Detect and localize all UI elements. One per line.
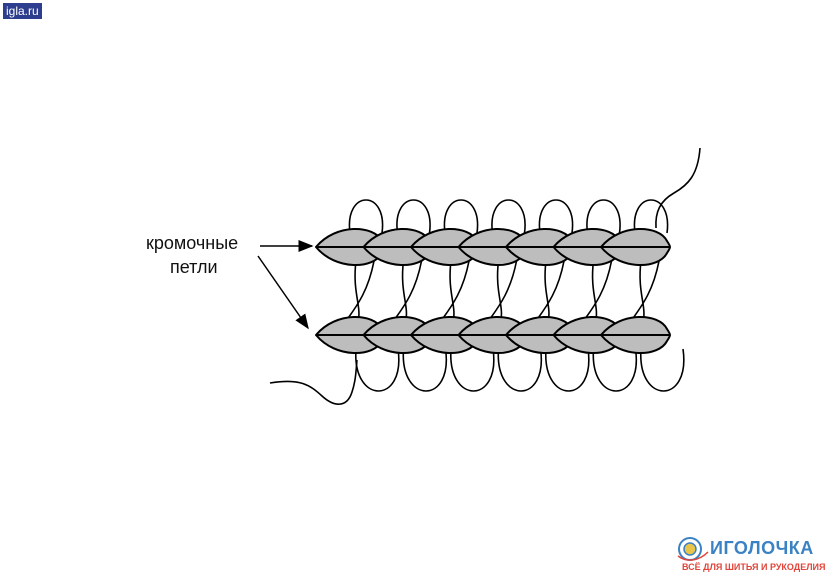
- yarn-loop-top: [396, 199, 431, 234]
- yarn-loop-top: [348, 199, 384, 234]
- yarn-connector: [401, 260, 408, 322]
- yarn-loop-top: [633, 199, 669, 234]
- brand-logo: ИГОЛОЧКА ВСЁ ДЛЯ ШИТЬЯ И РУКОДЕЛИЯ: [670, 536, 825, 578]
- yarn-loop-top: [491, 199, 526, 234]
- spool-icon: [677, 537, 709, 561]
- yarn-loop-top: [586, 199, 621, 234]
- yarn-connector: [487, 260, 518, 322]
- yarn-loop-bottom: [497, 348, 543, 392]
- yarn-connector: [449, 260, 455, 322]
- yarn-connector: [591, 260, 598, 322]
- yarn-loop-bottom: [545, 348, 590, 392]
- yarn-connector: [630, 260, 660, 322]
- site-tag: igla.ru: [3, 3, 42, 19]
- yarn-loop-bottom: [402, 348, 448, 392]
- yarn-loop-bottom: [592, 348, 638, 392]
- arrow-bottom: [257, 255, 309, 330]
- yarn-connector: [639, 260, 645, 322]
- yarn-connector: [544, 260, 550, 322]
- yarn-connector: [535, 260, 565, 322]
- label-edge-stitches-line1: кромочные: [146, 233, 239, 253]
- yarn-connector: [392, 260, 423, 322]
- logo-tagline: ВСЁ ДЛЯ ШИТЬЯ И РУКОДЕЛИЯ: [682, 562, 826, 572]
- stitch-rows: [315, 228, 671, 354]
- logo-name: ИГОЛОЧКА: [710, 538, 814, 558]
- yarn-loop-bottom: [450, 348, 495, 392]
- yarn-loop-bottom: [355, 348, 400, 392]
- yarn-connector: [582, 260, 613, 322]
- yarn-end-top: [655, 147, 701, 229]
- yarn-loop-top: [538, 199, 574, 234]
- yarn-connector: [440, 260, 470, 322]
- label-edge-stitches-line2: петли: [170, 257, 218, 277]
- yarn-connector: [496, 260, 503, 322]
- yarn-end-bottom: [269, 359, 358, 405]
- yarn-connector: [345, 260, 375, 322]
- yarn-loop-bottom: [640, 348, 685, 392]
- yarn-loop-top: [443, 199, 479, 234]
- yarn-connector: [354, 260, 360, 322]
